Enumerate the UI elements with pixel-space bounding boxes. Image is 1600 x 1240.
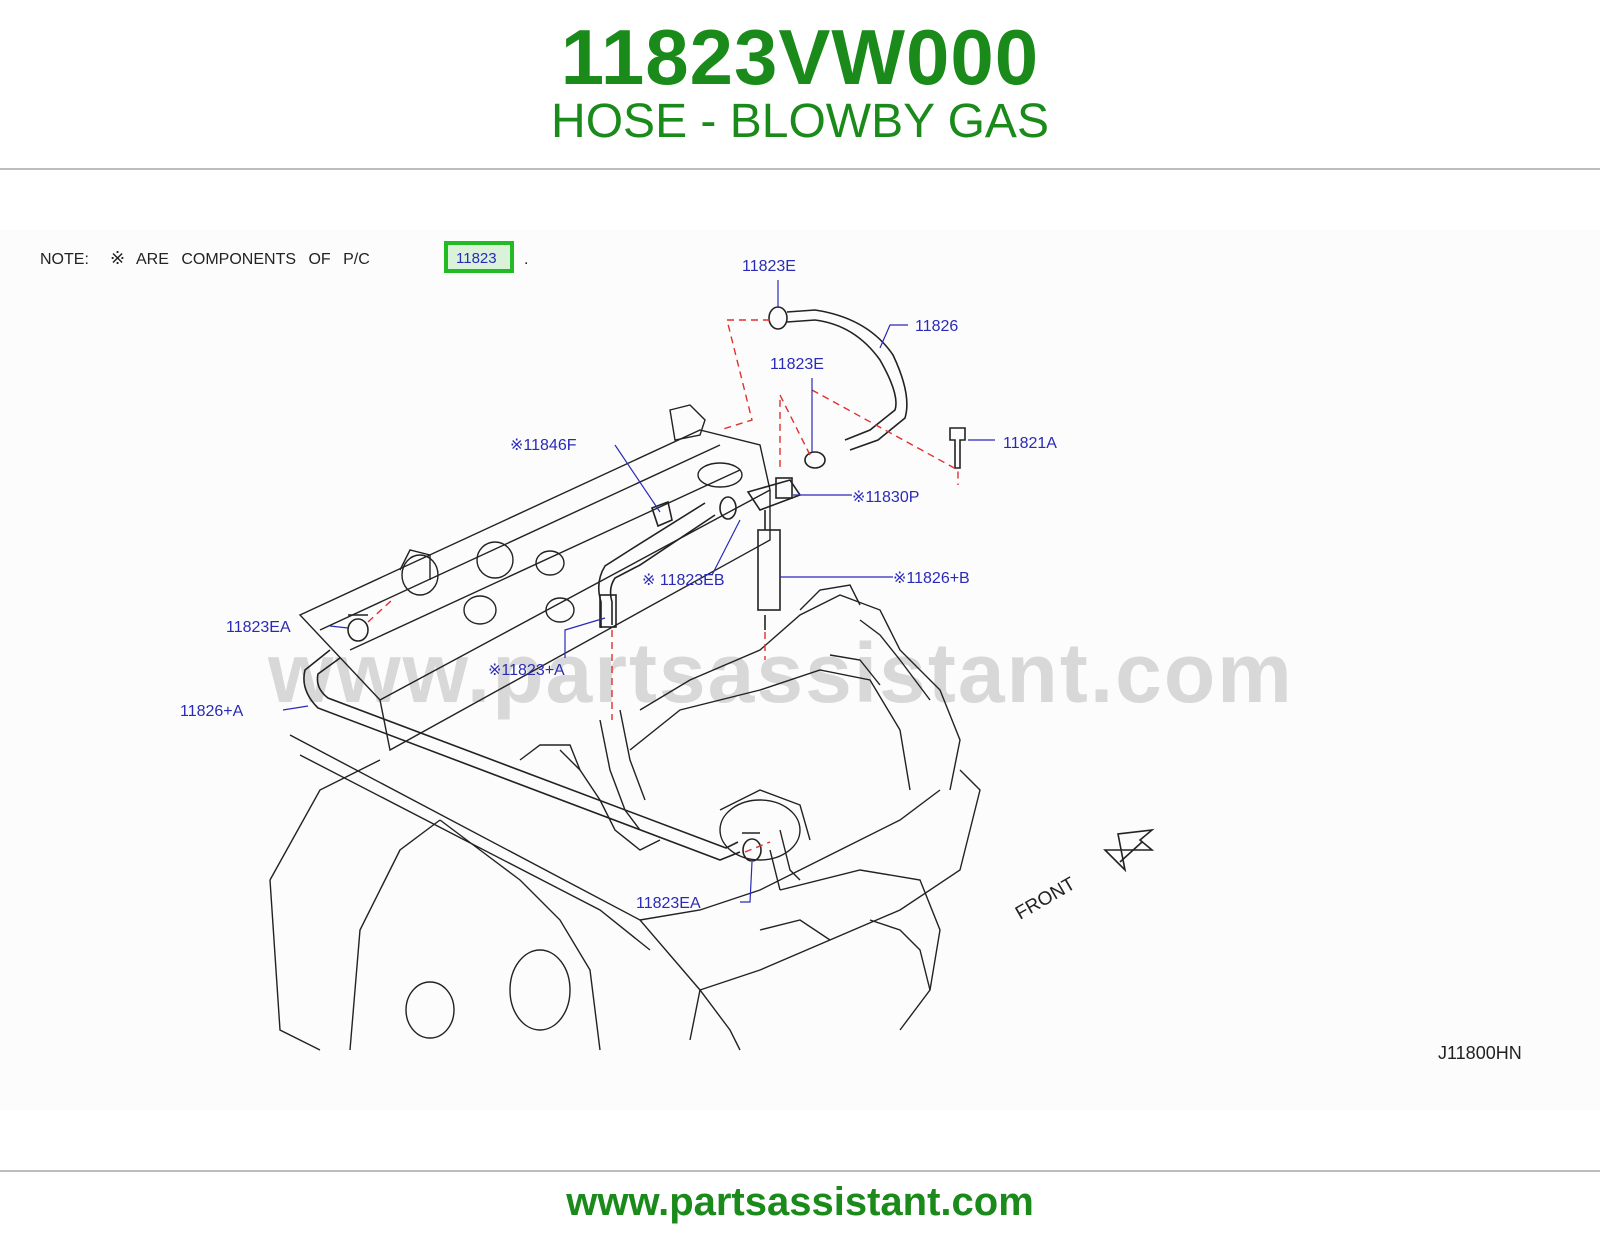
clamp-11823EA-bottom xyxy=(742,838,762,862)
callout-11823E-mid[interactable]: 11823E xyxy=(770,356,824,373)
callout-11821A[interactable]: 11821A xyxy=(1003,435,1057,452)
callout-11830P[interactable]: ※11830P xyxy=(852,489,919,506)
callout-11823EA-left[interactable]: 11823EA xyxy=(226,619,291,636)
hose-11826 xyxy=(786,319,897,441)
note-mark: ※ xyxy=(110,248,125,268)
dashed-assembly-lines xyxy=(367,319,959,853)
callout-11846F[interactable]: ※11846F xyxy=(510,437,577,454)
note-text: ARE COMPONENTS OF P/C xyxy=(136,251,370,268)
clamp-11823EA-left xyxy=(347,618,369,642)
parts-diagram: NOTE: ※ ARE COMPONENTS OF P/C 11823 . ww… xyxy=(0,230,1600,1110)
callout-11823A[interactable]: ※11823+A xyxy=(488,662,565,679)
hose-parts xyxy=(303,306,966,862)
callout-leaders xyxy=(282,280,995,903)
highlight-box[interactable] xyxy=(444,241,514,273)
callout-11826B[interactable]: ※11826+B xyxy=(893,570,970,587)
hose-11826B xyxy=(757,529,781,611)
diagram-canvas: NOTE: ※ ARE COMPONENTS OF P/C 11823 . ww… xyxy=(40,241,1522,1063)
diagram-code: J11800HN xyxy=(1438,1043,1522,1063)
part-name-subtitle: HOSE - BLOWBY GAS xyxy=(551,95,1049,148)
note-line: NOTE: ※ ARE COMPONENTS OF P/C 11823 . xyxy=(40,241,528,273)
clamp-11823E-mid xyxy=(804,451,826,469)
watermark: www.partsassistant.com xyxy=(267,626,1294,720)
front-arrow-icon xyxy=(1103,828,1155,873)
clip-11846F xyxy=(650,500,673,528)
callout-11823EB[interactable]: ※ 11823EB xyxy=(642,572,725,589)
note-prefix: NOTE: xyxy=(40,251,89,268)
note-suffix: . xyxy=(524,251,528,268)
callout-labels: 11823E 11826 11823E 11821A ※11846F ※1183… xyxy=(180,258,1057,912)
callout-11826A[interactable]: 11826+A xyxy=(180,703,244,720)
front-label: FRONT xyxy=(1012,873,1080,924)
clamp-11823EB xyxy=(719,496,737,520)
hose-11826A xyxy=(303,649,741,861)
front-indicator: FRONT xyxy=(1012,828,1155,924)
callout-11823E-top[interactable]: 11823E xyxy=(742,258,796,275)
part-number-title: 11823VW000 xyxy=(560,13,1040,101)
hose-11823A xyxy=(609,514,716,625)
clamp-11823E-top xyxy=(768,306,788,330)
callout-11823EA-bottom[interactable]: 11823EA xyxy=(636,895,701,912)
callout-11826[interactable]: 11826 xyxy=(915,318,958,335)
page-header: 11823VW000 HOSE - BLOWBY GAS xyxy=(0,0,1600,170)
engine-illustration xyxy=(269,404,981,1051)
footer-divider xyxy=(0,1170,1600,1172)
header-divider xyxy=(0,168,1600,170)
footer-website-link[interactable]: www.partsassistant.com xyxy=(566,1180,1034,1224)
highlighted-part-code[interactable]: 11823 xyxy=(456,250,497,267)
bolt-11821A xyxy=(949,427,966,469)
